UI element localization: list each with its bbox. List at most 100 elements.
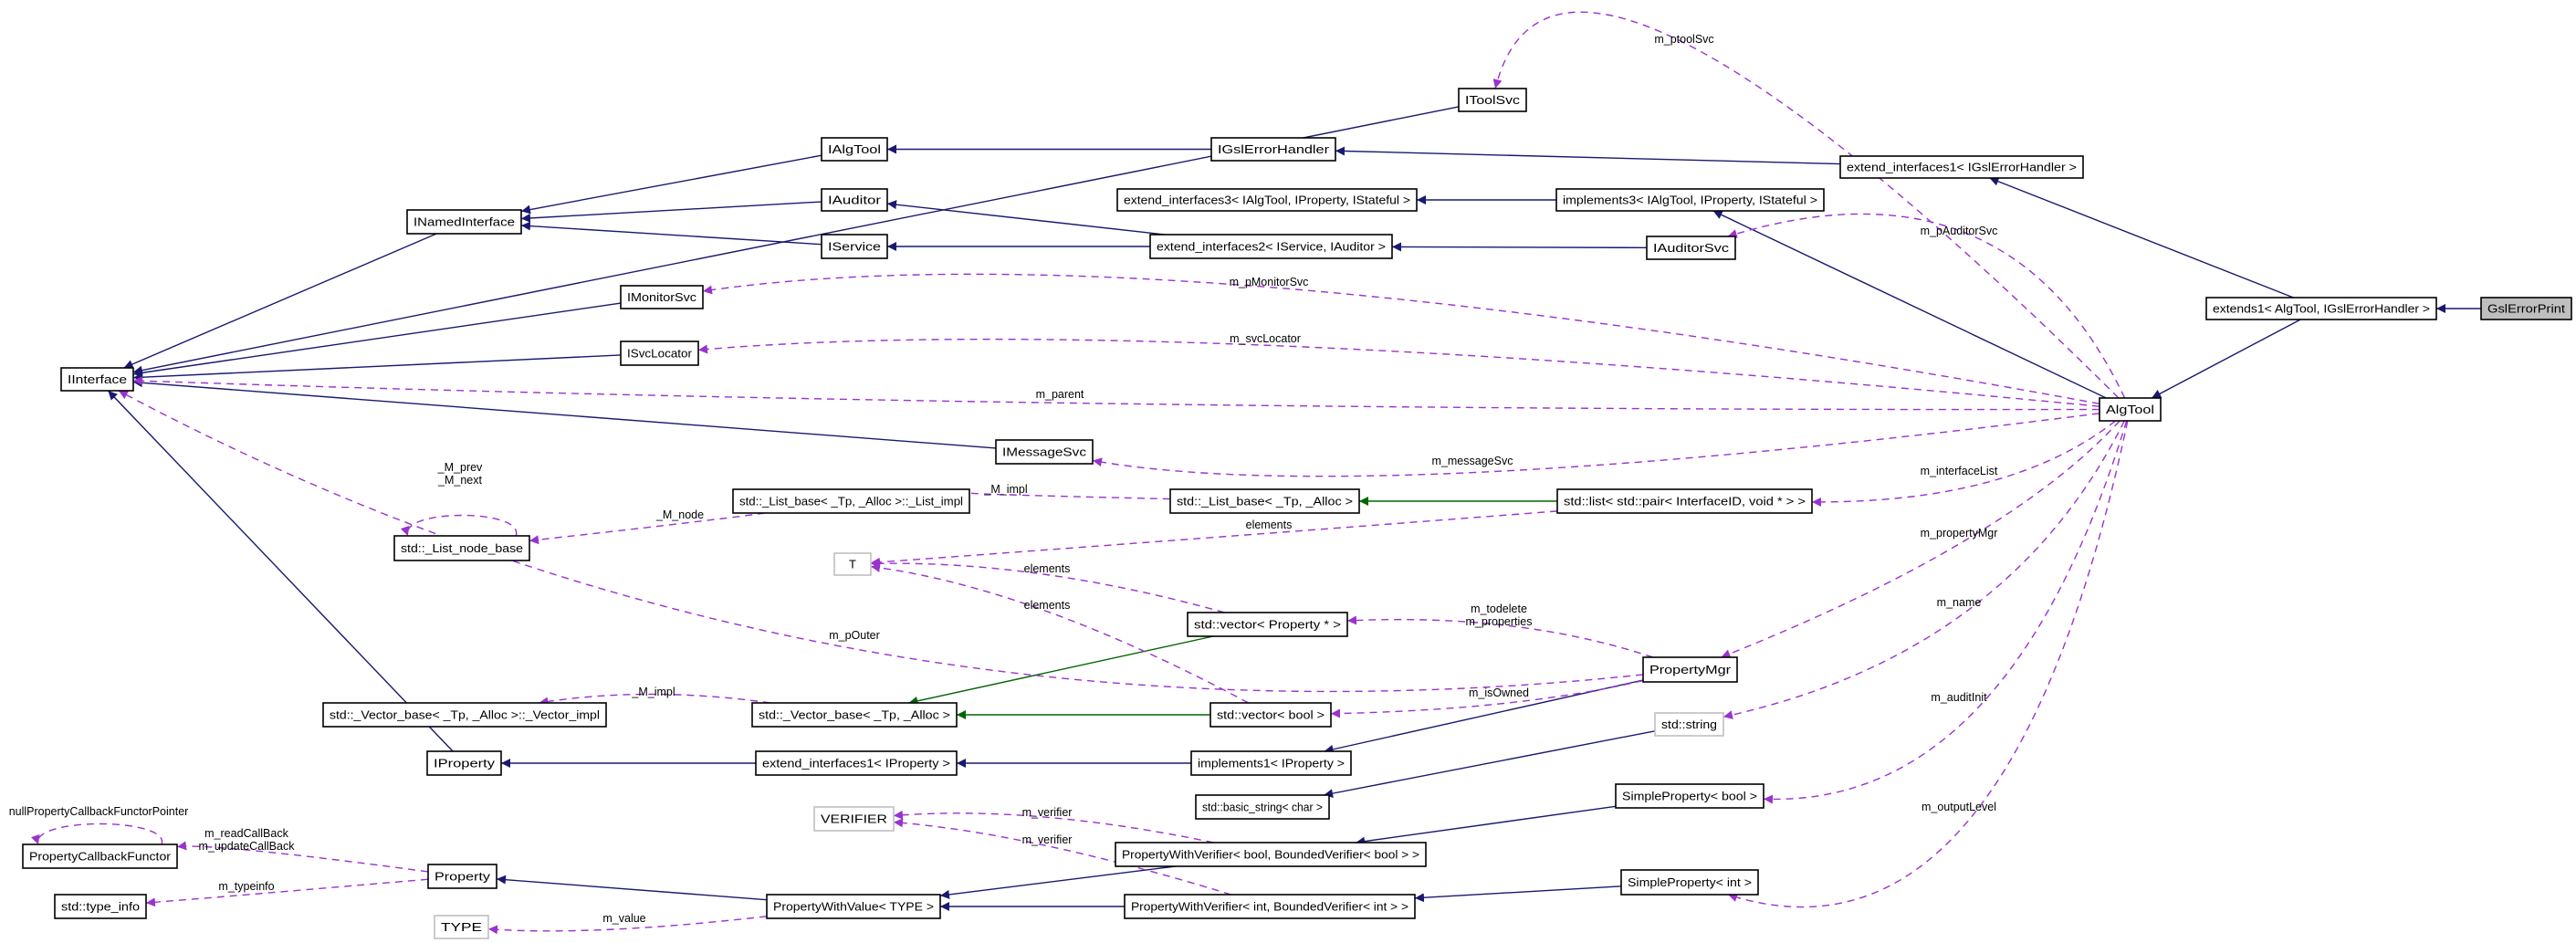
class-name: std::_List_base< _Tp, _Alloc >::_List_im… (739, 495, 963, 508)
class-name: extend_interfaces1< IGslErrorHandler > (1847, 161, 2077, 174)
class-name: GslErrorPrint (2487, 302, 2565, 316)
inheritance-edge (939, 865, 1176, 899)
class-node[interactable]: IService (821, 234, 888, 259)
class-node[interactable]: std::string (1654, 712, 1724, 737)
inheritance-edge (107, 390, 454, 752)
class-box (406, 209, 522, 235)
usage-edge (539, 693, 771, 707)
class-node[interactable]: implements1< IProperty > (1190, 750, 1352, 776)
class-node[interactable]: std::_Vector_base< _Tp, _Alloc >::_Vecto… (322, 702, 607, 728)
class-node[interactable]: IAuditorSvc (1646, 236, 1736, 260)
edge-label: m_parent (1036, 388, 1084, 401)
class-node[interactable]: IAlgTool (821, 137, 888, 162)
class-box (1556, 488, 1813, 514)
class-box (755, 750, 958, 776)
class-name: std::_Vector_base< _Tp, _Alloc >::_Vecto… (330, 708, 600, 722)
usage-edge (1346, 615, 1654, 658)
edge-label: m_outputLevel (1922, 801, 1996, 813)
class-node[interactable]: INamedInterface (406, 209, 522, 235)
class-node[interactable]: IMessageSvc (995, 439, 1094, 465)
class-node[interactable]: extends1< AlgTool, IGslErrorHandler > (2205, 297, 2437, 320)
inheritance-edge (1414, 885, 1622, 903)
edge-label: m_interfaceList (1921, 465, 1998, 477)
usage-edge (702, 273, 2100, 405)
inheritance-edge (132, 354, 622, 382)
class-node[interactable]: T (833, 552, 872, 576)
class-node[interactable]: IMonitorSvc (620, 285, 704, 309)
class-node[interactable]: SimpleProperty< int > (1620, 869, 1759, 896)
usage-edge (145, 878, 429, 907)
usage-edge (893, 810, 1214, 843)
class-box (426, 750, 502, 776)
class-box (751, 702, 958, 728)
class-box (2099, 397, 2162, 422)
class-node[interactable]: std::_List_base< _Tp, _Alloc >::_List_im… (732, 488, 970, 514)
inheritance-edge (886, 200, 1166, 236)
class-node[interactable]: std::type_info (54, 894, 147, 919)
class-name: VERIFIER (821, 812, 887, 826)
class-node[interactable]: std::list< std::pair< InterfaceID, void … (1556, 488, 1813, 514)
class-name: PropertyWithVerifier< int, BoundedVerifi… (1131, 900, 1408, 914)
class-box (1149, 234, 1393, 259)
class-node[interactable]: std::_List_base< _Tp, _Alloc > (1169, 488, 1360, 514)
class-node[interactable]: std::vector< Property * > (1187, 612, 1348, 637)
class-name: extend_interfaces1< IProperty > (762, 757, 950, 770)
usage-edge (487, 916, 768, 935)
class-node[interactable]: PropertyMgr (1642, 656, 1738, 683)
class-box (60, 367, 134, 392)
class-node[interactable]: extend_interfaces1< IGslErrorHandler > (1839, 155, 2084, 179)
edge-label: m_isOwned (1469, 686, 1529, 699)
class-node[interactable]: IInterface (60, 367, 134, 392)
usage-edge (1330, 679, 1644, 718)
class-node[interactable]: PropertyWithValue< TYPE > (766, 894, 941, 919)
inheritance-edge (496, 875, 768, 901)
class-box (2205, 297, 2437, 320)
class-node[interactable]: extend_interfaces3< IAlgTool, IProperty,… (1116, 188, 1418, 212)
class-node[interactable]: PropertyWithVerifier< int, BoundedVerifi… (1124, 894, 1416, 919)
class-node[interactable]: implements3< IAlgTool, IProperty, IState… (1555, 188, 1825, 212)
usage-edge (1811, 420, 2116, 507)
edge-label: m_ptoolSvc (1654, 33, 1713, 46)
class-name: PropertyWithVerifier< bool, BoundedVerif… (1122, 848, 1419, 862)
class-node[interactable]: VERIFIER (813, 806, 895, 832)
class-node[interactable]: GslErrorPrint (2480, 297, 2572, 320)
class-node[interactable]: extend_interfaces1< IProperty > (755, 750, 958, 776)
class-node[interactable]: Property (427, 864, 497, 889)
class-box (995, 439, 1094, 465)
class-node[interactable]: PropertyCallbackFunctor (22, 843, 178, 869)
class-node[interactable]: IToolSvc (1458, 88, 1527, 112)
class-node[interactable]: std::_Vector_base< _Tp, _Alloc > (751, 702, 958, 728)
class-node[interactable]: std::basic_string< char > (1195, 794, 1330, 820)
edge-label: m_propertyMgr (1921, 527, 1998, 540)
inheritance-edge (1356, 805, 1617, 846)
class-box (821, 188, 888, 212)
class-box (322, 702, 607, 728)
class-node[interactable]: IAuditor (821, 188, 888, 212)
class-node[interactable]: TYPE (434, 915, 489, 939)
class-name: extend_interfaces2< IService, IAuditor > (1157, 240, 1386, 254)
class-name: IAuditor (828, 194, 882, 207)
class-node[interactable]: extend_interfaces2< IService, IAuditor > (1149, 234, 1393, 259)
class-node[interactable]: ISvcLocator (620, 341, 699, 366)
usage-edge (176, 841, 429, 873)
class-box (1555, 188, 1825, 212)
class-box (1646, 236, 1736, 260)
edge-label: elements (1024, 562, 1071, 575)
class-node[interactable]: IGslErrorHandler (1210, 137, 1336, 162)
class-node[interactable]: PropertyWithVerifier< bool, BoundedVerif… (1115, 842, 1427, 867)
class-name: IMessageSvc (1002, 445, 1087, 459)
edge-label: _M_node (655, 508, 704, 521)
class-node[interactable]: std::_List_node_base (393, 535, 530, 561)
usage-edge (870, 510, 1558, 567)
class-node[interactable]: IProperty (426, 750, 502, 776)
class-box (393, 535, 530, 561)
class-box (821, 137, 888, 162)
usage-edge (697, 338, 2100, 407)
class-node[interactable]: AlgTool (2099, 397, 2162, 422)
class-node[interactable]: SimpleProperty< bool > (1615, 783, 1764, 809)
class-name: T (849, 558, 856, 571)
usage-edge (959, 488, 1171, 500)
nodes-layer: GslErrorPrint extends1< AlgTool, IGslErro… (22, 88, 2572, 939)
class-name: PropertyCallbackFunctor (29, 850, 172, 864)
class-node[interactable]: std::vector< bool > (1209, 702, 1332, 728)
